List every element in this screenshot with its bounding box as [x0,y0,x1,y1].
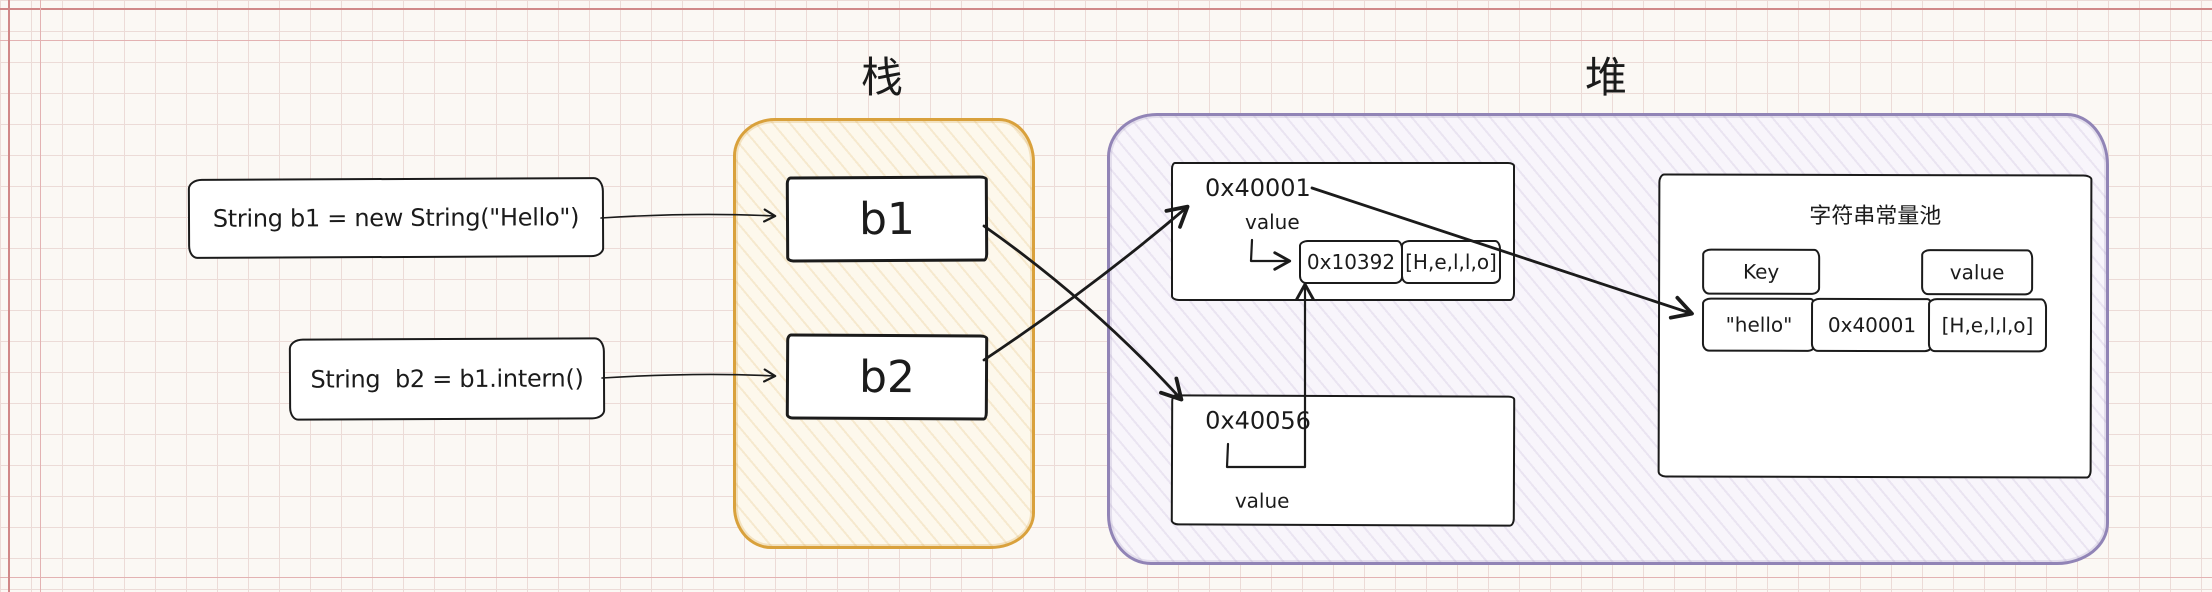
object1-address: 0x40001 [1205,174,1311,202]
pool-value-header: value [1921,249,2034,296]
grid-accent-line-left-2 [40,0,41,592]
heap-object-0x40001: 0x40001 value 0x10392 [H,e,l,l,o] [1171,162,1515,301]
pool-entry-key: "hello" [1701,297,1817,352]
stack-var-b1: b1 [785,175,989,263]
heap-region-label: 堆 [1584,53,1627,102]
grid-accent-line-top-2 [0,40,2212,41]
object2-value-label: value [1234,488,1290,513]
object1-value-ref-box: 0x10392 [1299,240,1403,284]
pool-entry-address: 0x40001 [1810,297,1934,353]
object1-value-label: value [1245,210,1300,234]
stack-var-b2: b2 [785,333,989,421]
grid-accent-line-bottom [0,577,2212,578]
grid-accent-line-top [0,8,2212,10]
pool-entry-chars: [H,e,l,l,o] [1927,298,2048,353]
code-statement-b2: String b2 = b1.intern() [288,337,606,421]
grid-accent-line-left [8,0,10,592]
pool-title: 字符串常量池 [1809,203,1942,230]
code-statement-b1: String b1 = new String("Hello") [187,177,605,259]
string-constant-pool: 字符串常量池 Key value "hello" 0x40001 [H,e,l,… [1657,173,2093,479]
pool-key-header: Key [1702,248,1821,295]
stack-region-label: 栈 [860,53,903,102]
object2-address: 0x40056 [1205,406,1312,435]
heap-object-0x40056: 0x40056 value [1170,394,1516,527]
object1-char-array-box: [H,e,l,l,o] [1401,240,1501,284]
